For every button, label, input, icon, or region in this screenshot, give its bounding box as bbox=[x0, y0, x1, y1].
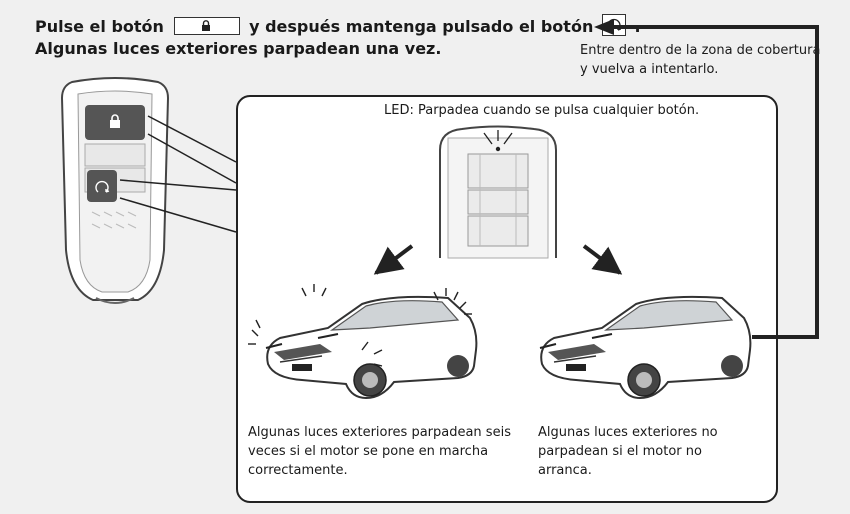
flash-marks bbox=[248, 284, 472, 367]
instruction-text-then-hold: y después mantenga pulsado el botón bbox=[249, 17, 594, 36]
led-note: LED: Parpadea cuando se pulsa cualquier … bbox=[384, 103, 700, 118]
retry-loop-arrowhead bbox=[594, 19, 614, 35]
fob-closeup bbox=[439, 125, 557, 259]
key-fob bbox=[60, 77, 170, 304]
retry-loop-arrow bbox=[612, 25, 819, 339]
instruction-text-press: Pulse el botón bbox=[35, 17, 164, 36]
arrow-to-success bbox=[373, 244, 414, 275]
led-blink-rays bbox=[483, 130, 513, 145]
fob-remote-start-button bbox=[87, 170, 117, 202]
arrow-to-failure bbox=[582, 244, 623, 275]
car-success bbox=[248, 284, 478, 400]
lock-icon bbox=[201, 20, 210, 31]
retry-note: Entre dentro de la zona de cobertura y v… bbox=[580, 43, 821, 77]
instruction-line-2: Algunas luces exteriores parpadean una v… bbox=[35, 39, 442, 58]
fob-remote-start-icon bbox=[95, 180, 110, 193]
caption-success: Algunas luces exteriores parpadean seis … bbox=[248, 425, 511, 478]
caption-failure: Algunas luces exteriores no parpadean si… bbox=[538, 425, 718, 478]
led-indicator bbox=[495, 146, 501, 152]
fob-lock-icon bbox=[110, 114, 120, 128]
car-failure bbox=[539, 295, 752, 400]
inline-lock-button-icon bbox=[173, 17, 240, 35]
callout-lines bbox=[119, 115, 237, 233]
